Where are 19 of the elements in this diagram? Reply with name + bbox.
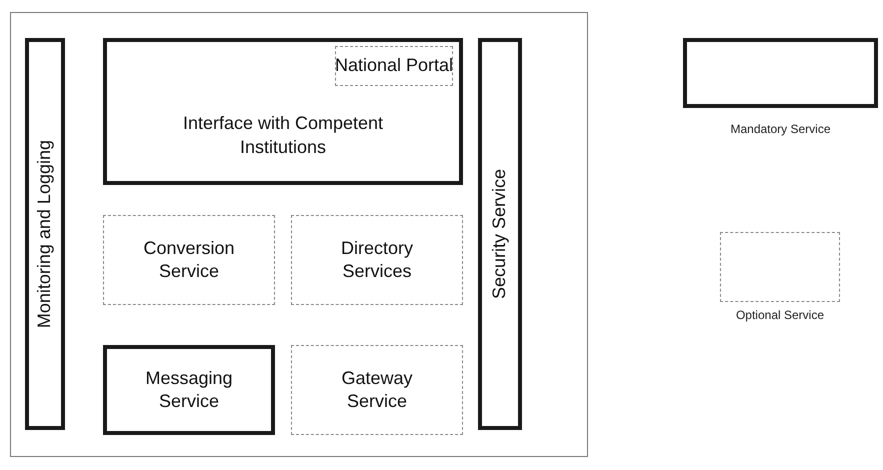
system-frame (10, 12, 588, 457)
optional-service-box (291, 215, 463, 305)
mandatory-service-box (25, 38, 65, 430)
mandatory-service-box (103, 38, 463, 185)
optional-service-box (103, 215, 275, 305)
mandatory-service-box (103, 345, 275, 435)
service-label: Security Service (488, 168, 510, 300)
service-label: Directory Services (340, 236, 414, 283)
legend-label: Optional Service (734, 308, 826, 323)
legend-label: Mandatory Service (729, 122, 832, 137)
service-label: Conversion Service (142, 236, 236, 283)
service-label: Interface with Competent Institutions (182, 112, 384, 158)
service-label: Messaging Service (144, 366, 234, 413)
service-label: Gateway Service (340, 366, 414, 413)
mandatory-service-box (478, 38, 522, 430)
service-label: National Portal (334, 54, 454, 78)
optional-service-box (291, 345, 463, 435)
optional-service-box (335, 46, 453, 86)
service-label: Monitoring and Logging (33, 140, 56, 328)
